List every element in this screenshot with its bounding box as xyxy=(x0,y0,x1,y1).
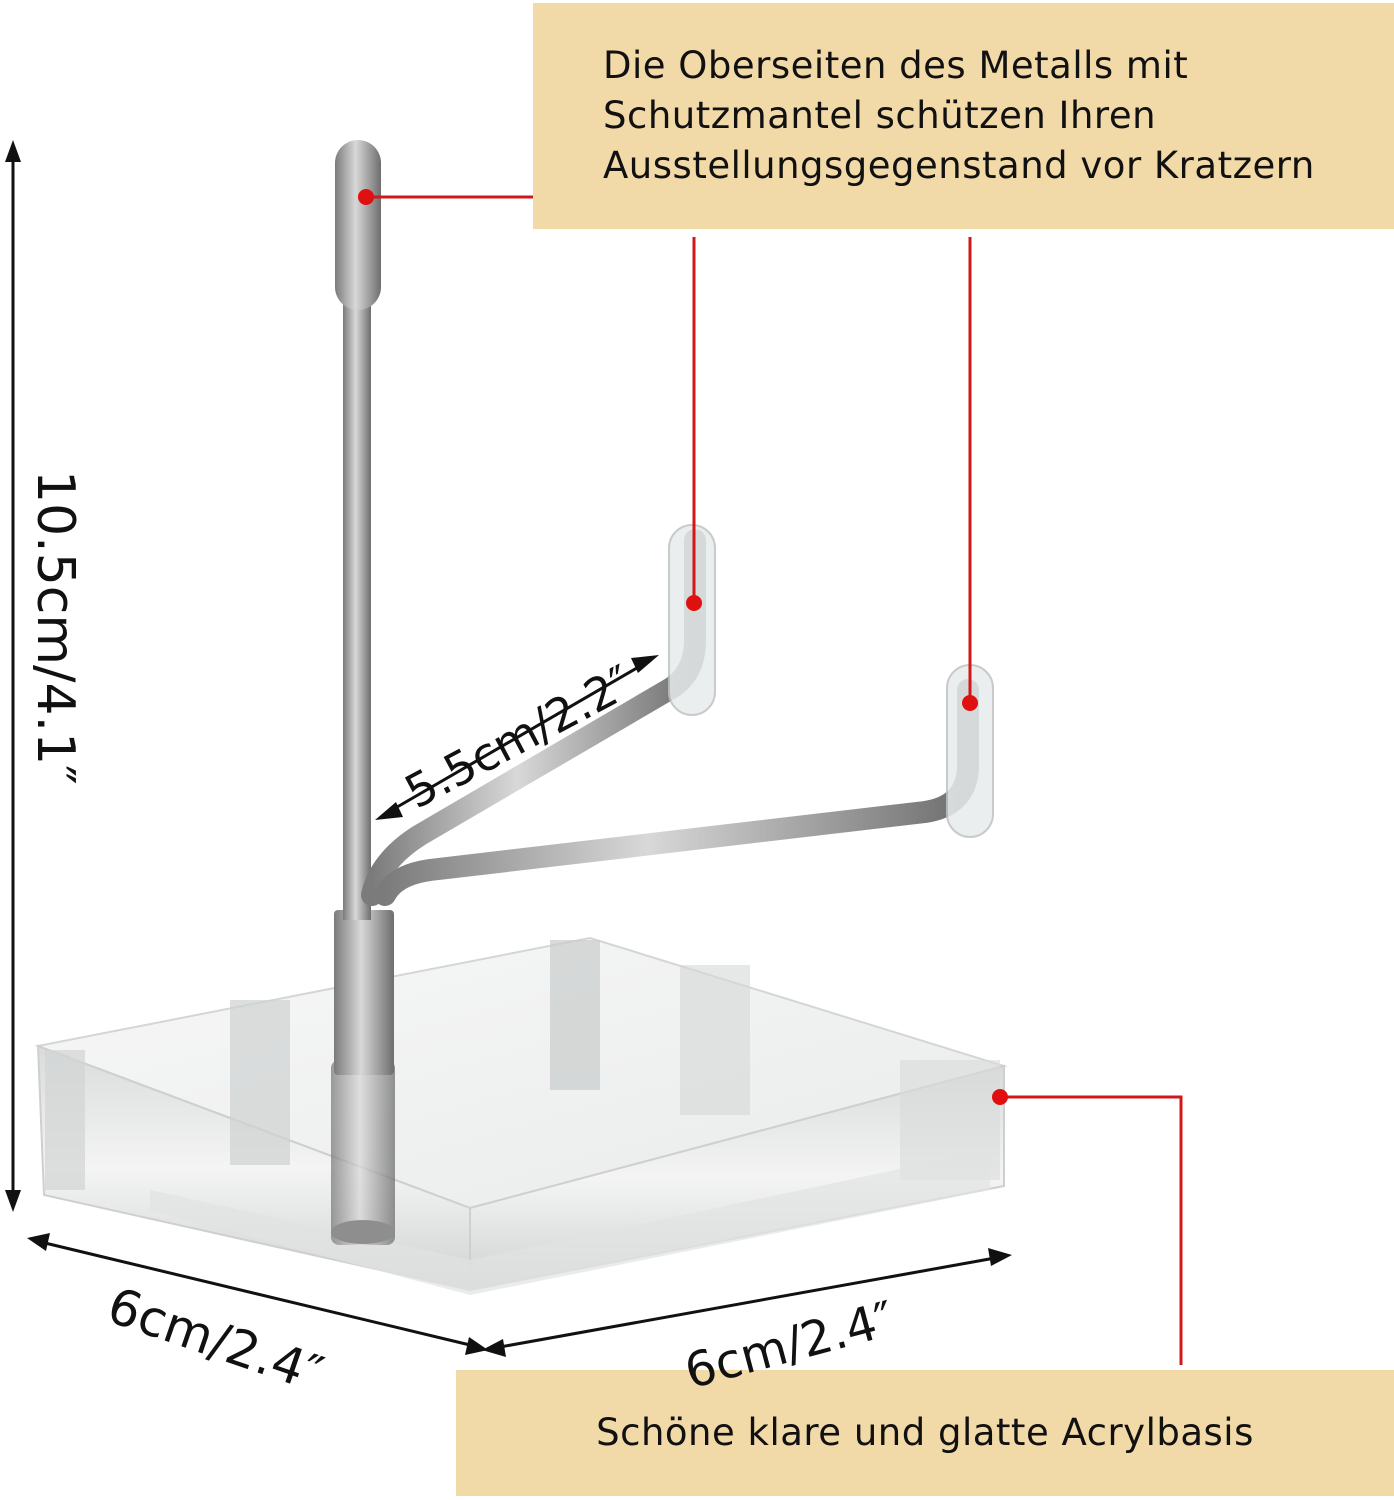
arrowhead-icon xyxy=(988,1248,1012,1266)
pointer-dot-icon xyxy=(992,1089,1008,1105)
arrowhead-icon xyxy=(465,1337,488,1355)
base-left-dimension-line xyxy=(44,1241,471,1347)
base-right-dimension-line xyxy=(499,1256,996,1349)
height-dimension-label: 10.5cm/4.1″ xyxy=(25,470,85,785)
callout-bottom: Schöne klare und glatte Acrylbasis xyxy=(456,1370,1394,1496)
pointer-base xyxy=(1000,1095,1183,1365)
arm-dimension-line xyxy=(391,663,643,812)
pointer-dot-icon xyxy=(962,695,978,711)
acrylic-base xyxy=(34,936,1008,1295)
arrowhead-icon xyxy=(5,1190,21,1212)
callout-top-text: Die Oberseiten des Metalls mit Schutzman… xyxy=(603,44,1315,187)
arrowhead-icon xyxy=(27,1233,50,1251)
arrowhead-icon xyxy=(482,1339,506,1357)
arrowhead-icon xyxy=(375,802,403,820)
dimension-lines xyxy=(5,140,1012,1357)
arrowhead-icon xyxy=(5,140,21,162)
pointer-dot-icon xyxy=(358,189,374,205)
pointer-lines xyxy=(358,189,1183,1365)
callout-top: Die Oberseiten des Metalls mit Schutzman… xyxy=(533,3,1394,229)
callout-bottom-text: Schöne klare und glatte Acrylbasis xyxy=(596,1411,1254,1454)
arrowhead-icon xyxy=(631,655,659,673)
metal-stand xyxy=(331,140,994,1245)
pointer-dot-icon xyxy=(686,595,702,611)
